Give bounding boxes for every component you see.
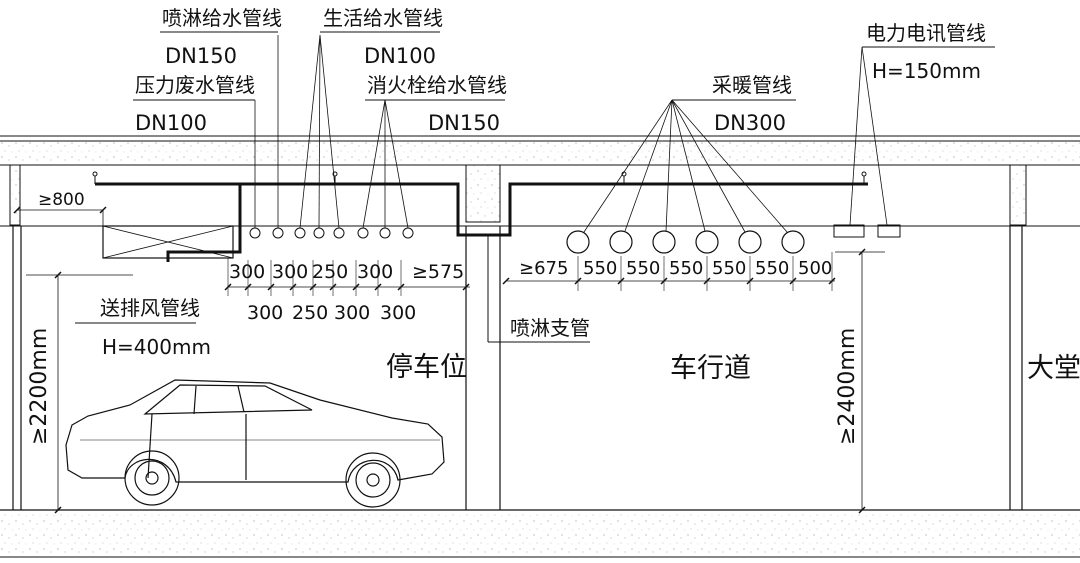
pressure-waste-size: DN100: [135, 111, 207, 135]
right-dim-4: 550: [669, 258, 703, 279]
left-top-dim-3: 250: [312, 261, 348, 283]
sprinkler-header-pipe: [92, 171, 868, 343]
hydrant-supply-size: DN150: [428, 111, 500, 135]
left-pipe-group: [249, 34, 414, 239]
domestic-supply-label: 生活给水管线: [323, 6, 443, 30]
ceiling-slab: [0, 135, 1080, 227]
beams: [9, 164, 1027, 226]
left-top-dim-2: 300: [272, 261, 308, 283]
heating-label: 采暖管线: [712, 73, 792, 97]
heating-pipe-group: [566, 46, 901, 254]
ventilation-duct: [17, 209, 234, 324]
sprinkler-supply-label: 喷淋给水管线: [162, 6, 282, 30]
driveway-zone-label: 车行道: [670, 353, 751, 384]
sprinkler-branch-label: 喷淋支管: [510, 316, 590, 340]
right-dim-2: 550: [583, 258, 617, 279]
parking-zone-label: 停车位: [386, 352, 467, 383]
left-bottom-dim-1: 300: [247, 302, 283, 324]
car-illustration: [65, 379, 445, 508]
left-top-dim-1: 300: [229, 261, 265, 283]
right-dim-3: 550: [626, 258, 660, 279]
power-telecom-label: 电力电讯管线: [866, 21, 986, 45]
right-dim-1: ≥675: [519, 258, 568, 279]
zone-labels: 停车位 车行道 大堂: [386, 352, 1080, 384]
pressure-waste-label: 压力废水管线: [135, 73, 255, 97]
floor-slab: [0, 509, 1080, 558]
hydrant-supply-label: 消火栓给水管线: [367, 73, 507, 97]
left-top-dim-4: 300: [357, 261, 393, 283]
right-dim-6: 550: [755, 258, 789, 279]
dimension-labels: ≥800 300 300 250 300 ≥575 300 250 300 30…: [27, 190, 860, 445]
ventilation-label: 送排风管线: [100, 296, 200, 320]
right-dim-5: 550: [712, 258, 746, 279]
domestic-supply-size: DN100: [364, 44, 436, 68]
heating-size: DN300: [714, 111, 786, 135]
walls: [12, 226, 1023, 510]
driveway-height-dim: ≥2400mm: [835, 328, 860, 445]
duct-clearance-dim: ≥800: [38, 190, 85, 210]
left-bottom-dim-3: 300: [334, 302, 370, 324]
left-bottom-dim-4: 300: [380, 302, 416, 324]
lobby-zone-label: 大堂: [1027, 353, 1080, 384]
dimension-lines: [13, 206, 885, 514]
power-telecom-size: H=150mm: [872, 59, 981, 83]
pipe-labels: 喷淋给水管线 DN150 生活给水管线 DN100 压力废水管线 DN100 消…: [100, 6, 995, 359]
left-bottom-dim-2: 250: [292, 302, 328, 324]
sprinkler-supply-size: DN150: [165, 44, 237, 68]
ventilation-size: H=400mm: [102, 335, 211, 359]
left-top-dim-5: ≥575: [412, 261, 464, 283]
parking-height-dim: ≥2200mm: [27, 328, 52, 445]
right-dim-7: 500: [798, 258, 832, 279]
